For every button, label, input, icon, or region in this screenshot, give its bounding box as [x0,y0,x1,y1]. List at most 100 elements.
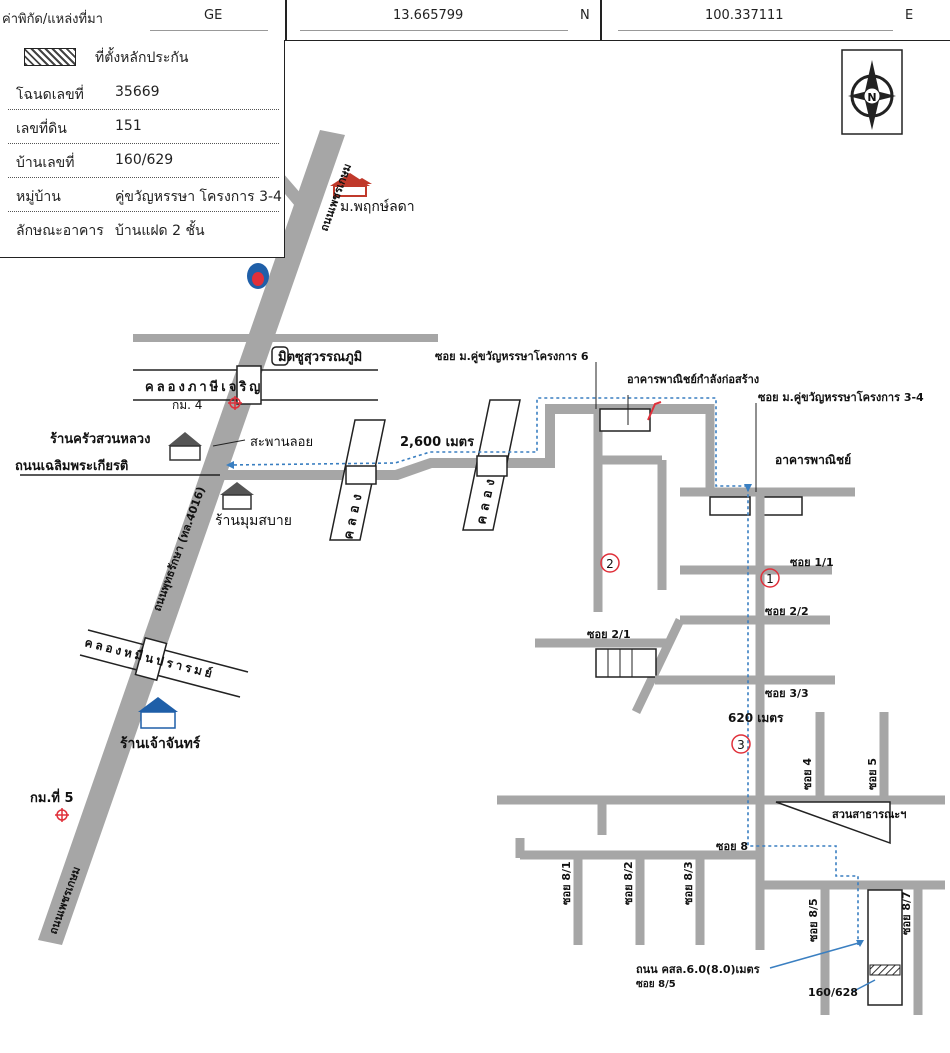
commercial-building-2 [761,496,803,516]
soi-8-5-label: ซอย 8/5 [807,898,820,942]
soi-project6-label: ซอย ม.คู่ขวัญหรรษาโครงการ 6 [435,349,589,364]
road-east [220,404,712,480]
village-label: หมู่บ้าน [16,189,61,205]
soi-4-label: ซอย 4 [801,758,814,790]
shop-chaojan-icon [138,697,178,729]
house-label: บ้านเลขที่ [16,155,75,171]
soi-8-7-label: ซอย 8/7 [900,891,913,935]
canal-bridge-3 [476,455,508,477]
deed-label: โฉนดเลขที่ [16,87,84,103]
header-underline-1 [150,30,268,31]
road-width-pointer [769,941,863,969]
header-divider-1 [285,0,287,40]
soi-diagonal [631,618,685,714]
soi-2-2-label: ซอย 2/2 [765,605,809,618]
land-value: 151 [115,118,142,134]
house-row: บ้านเลขที่ 160/629 [0,144,283,178]
shop-mumsabai-label: ร้านมุมสบาย [215,513,292,529]
km5-label: กม.ที่ 5 [30,788,74,806]
marker-3-circle [731,734,751,754]
land-row: เลขที่ดิน 151 [0,110,283,144]
public-park-label: สวนสาธารณะฯ [832,808,906,821]
soi-1-1-label: ซอย 1/1 [790,556,834,569]
commercial-building-1 [709,496,751,516]
restaurant-house-icon [168,432,202,461]
lon-unit: E [905,8,914,23]
deed-value: 35669 [115,84,160,100]
canal-phasi-label: คลองภาษีเจริญ [145,379,263,395]
header-underline-2 [300,30,568,31]
route-arrow-1 [226,461,234,469]
shop-chaojan-label: ร้านเจ้าจันทร์ [120,735,201,752]
village-row: หมู่บ้าน คู่ขวัญหรรษา โครงการ 3-4 [0,178,283,212]
soi-8-2-label: ซอย 8/2 [622,861,635,905]
road-chaloem-label: ถนนเฉลิมพระเกียรติ [15,458,128,474]
deed-row: โฉนดเลขที่ 35669 [0,76,283,110]
property-location-marker [869,964,901,976]
village-value: คู่ขวัญหรรษา โครงการ 3-4 [115,189,282,205]
marker-1-label: 1 [766,572,774,586]
public-park-area [775,801,891,845]
distance-2600-label: 2,600 เมตร [400,435,474,450]
compass-icon [841,49,903,135]
legend-row: ที่ตั้งหลักประกัน [0,40,283,74]
road-width-label: ถนน คสล.6.0(8.0)เมตร [636,963,760,976]
shop-mumsabai-icon [220,482,254,510]
route-path [227,397,859,945]
road-width-soi-label: ซอย 8/5 [636,979,676,990]
building-row: ลักษณะอาคาร บ้านแฝด 2 ชั้น [0,212,283,246]
building-value: บ้านแฝด 2 ชั้น [115,223,205,239]
floating-bridge-label: สะพานลอย [250,435,313,450]
building-under-construction [599,408,651,432]
land-label: เลขที่ดิน [16,121,67,137]
compass-letter: N [867,91,876,104]
soi-3-3-label: ซอย 3/3 [765,687,809,700]
distance-620-label: 620 เมตร [728,711,784,725]
marker-3-label: 3 [737,738,745,752]
canal-bridge-1 [236,365,262,405]
restaurant-label: ร้านครัวสวนหลวง [50,431,150,447]
canal-bridge-2 [345,465,377,485]
route-arrow-2 [744,484,752,492]
pointer-bridge [212,439,246,447]
header-bar: ค่าพิกัด/แหล่งที่มา GE 13.665799 N 100.3… [0,0,950,41]
house-value: 160/629 [115,152,174,168]
lon-value: 100.337111 [705,8,784,23]
mitsu-shop-label: มิตซูสุวรรณภูมิ [278,350,362,365]
km5-marker-icon [55,808,69,822]
mitsu-shop-box [271,346,289,366]
construct-building-label: อาคารพาณิชย์กำลังก่อสร้าง [627,373,759,386]
soi-8-1-label: ซอย 8/1 [560,861,573,905]
red-pin-construct [647,401,662,421]
house-row [867,889,903,1006]
marker-1-circle [760,568,780,588]
coord-source: GE [204,8,223,23]
soi-8-3-label: ซอย 8/3 [682,861,695,905]
row-divider [8,211,279,212]
main-highway [38,130,345,945]
soi-project34-label: ซอย ม.คู่ขวัญหรรษาโครงการ 3-4 [758,390,924,405]
gas-station-icon [247,263,269,289]
header-underline-3 [618,30,893,31]
marker-2-label: 2 [606,557,614,571]
neighbor-pointer [851,979,876,993]
coord-label: ค่าพิกัด/แหล่งที่มา [2,12,103,27]
canal-bottom-top [87,629,249,673]
village-phruksa-label: ม.พฤกษ์ลดา [340,198,415,215]
hatched-legend-icon [24,48,76,66]
commercial-building-label: อาคารพาณิชย์ [775,453,851,467]
marker-2-circle [600,553,620,573]
canal-bottom-bottom [79,654,241,698]
neighbor-house-label: 160/628 [808,986,858,999]
row-divider [8,109,279,110]
soi-8-label: ซอย 8 [716,840,748,853]
km4-label: กม. 4 [172,398,202,412]
row-divider [8,143,279,144]
village-house-icon [330,173,372,197]
soi-5-label: ซอย 5 [866,758,879,790]
lat-value: 13.665799 [393,8,464,23]
lat-unit: N [580,8,590,23]
row-divider [8,177,279,178]
soi-2-1-label: ซอย 2/1 [587,628,631,641]
